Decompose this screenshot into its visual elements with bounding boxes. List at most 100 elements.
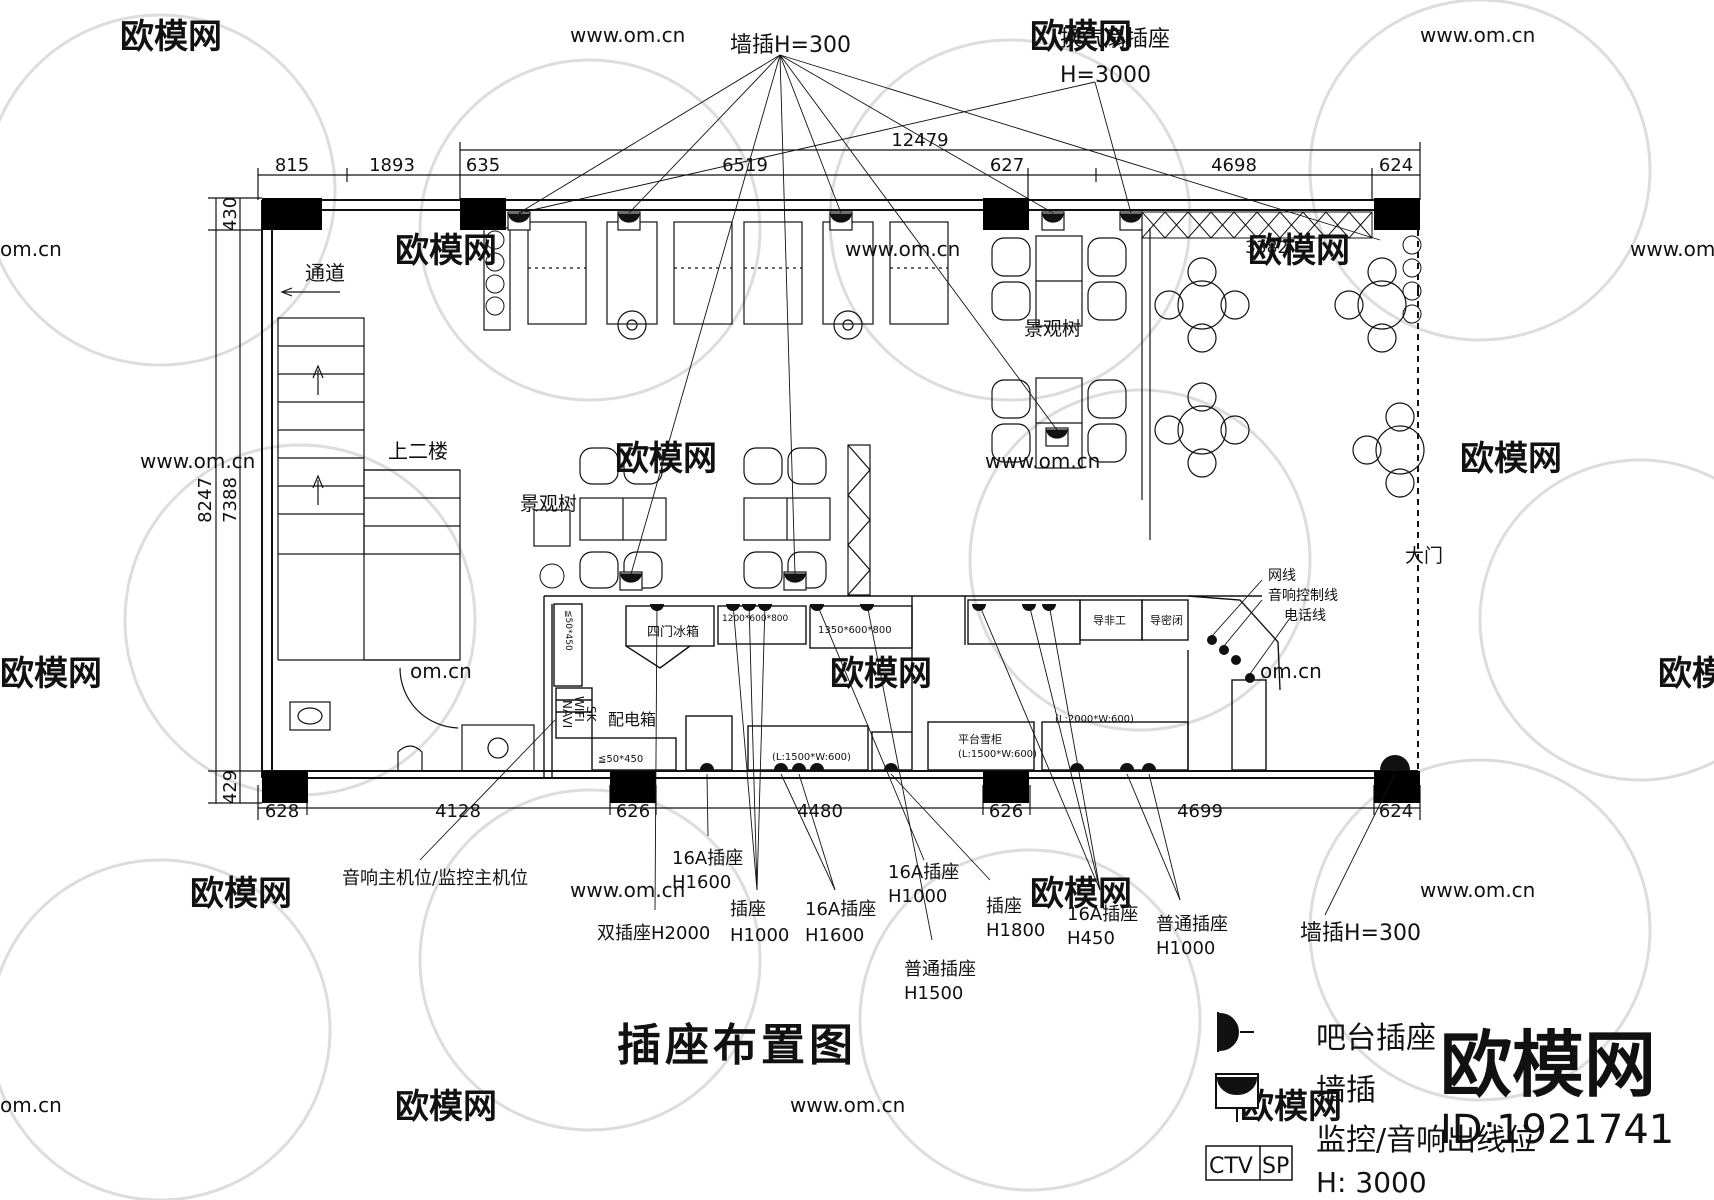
watermark-domain: om.cn (0, 237, 62, 261)
dim-top: 627 (990, 155, 1024, 176)
dim-bottom: 4480 (797, 801, 843, 822)
watermark-domain: www.om.cn (845, 237, 960, 261)
watermark-domain: www.om.cn (790, 1093, 905, 1117)
dim-bar-length: 3382 (1245, 238, 1288, 258)
legend-sp: SP (1262, 1154, 1289, 1179)
column (983, 198, 1029, 230)
watermark-text-layer: 欧模网 欧模网 欧模网 欧模网 欧模网 欧模网 欧模网 欧模网 欧模网 欧模网 … (0, 17, 1714, 1127)
top-dimension-labels: 12479 815 1893 635 6519 627 4698 624 (275, 130, 1413, 176)
wall-socket-symbols (507, 211, 1143, 591)
label-sk: SK (584, 706, 598, 723)
left-dimension-labels: 8247 7388 430 429 (195, 197, 241, 804)
watermark-domain: www.om.cn (570, 23, 685, 47)
watermark-domain: www.om.cn (985, 449, 1100, 473)
label-distribution-box: 配电箱 (608, 710, 656, 729)
callout-socket: 插座 (730, 899, 766, 920)
watermark-domain: www.om.cn (1630, 237, 1714, 261)
stairs (277, 317, 461, 729)
bar-area (543, 595, 1281, 778)
dim-bottom: 626 (989, 801, 1023, 822)
callout-network: 网线 (1268, 568, 1296, 584)
dim-top: 1893 (369, 155, 415, 176)
callout-socket-height: H1000 (730, 925, 789, 946)
dim-left-bottom: 429 (220, 770, 241, 804)
watermark-domain: www.om.cn (1420, 878, 1535, 902)
callout-normal-socket-height: H1000 (1156, 938, 1215, 959)
dim-left-outer: 8247 (195, 477, 216, 523)
bar-labels: 四门冰箱 配电箱 SK WIFI NAVI 平台雪柜 (L:1500*W:600… (560, 610, 1183, 765)
label-counter: 导密闭 (1150, 613, 1183, 627)
network-outlets (1207, 635, 1255, 683)
watermark-brand: 欧模网 (1460, 439, 1562, 479)
callout-phone: 电话线 (1284, 608, 1326, 624)
callout-socket: 插座 (986, 896, 1022, 917)
label-tree-right: 景观树 (1024, 318, 1081, 340)
callout-normal-socket-height: H1500 (904, 983, 963, 1004)
drawing-title: 插座布置图 (617, 1020, 857, 1071)
legend-height: H: 3000 (1316, 1166, 1427, 1199)
dim-bottom: 624 (1379, 801, 1413, 822)
planter (483, 227, 511, 331)
dim-bottom: 628 (265, 801, 299, 822)
callout-labels: 墙插H=300 换气扇插座 H=3000 网线 音响控制线 电话线 音响主机位/… (342, 27, 1421, 1004)
passage-arrow (280, 287, 340, 297)
callout-16a-socket-height: H1000 (888, 886, 947, 907)
callout-16a-socket: 16A插座 (672, 848, 743, 869)
label-tree-left: 景观树 (520, 493, 577, 515)
callout-socket-height: H1800 (986, 920, 1045, 941)
bar-socket-icon (1217, 1012, 1254, 1052)
dim-top: 4698 (1211, 155, 1257, 176)
watermark-domain: om.cn (0, 1093, 62, 1117)
callout-16a-socket-height: H1600 (805, 925, 864, 946)
dim-top: 815 (275, 155, 309, 176)
label-cabinet-size: 1200*600*800 (722, 614, 789, 624)
dim-left-inner: 7388 (220, 477, 241, 523)
watermark-id: ID:1921741 (1440, 1107, 1674, 1153)
watermark-domain: www.om.cn (140, 449, 255, 473)
legend-ctv: CTV (1209, 1154, 1253, 1179)
dim-top: 6519 (722, 155, 768, 176)
label-counter: 导非工 (1093, 614, 1126, 627)
ctv-sp-box (1205, 1145, 1293, 1181)
planters (485, 230, 1422, 589)
callout-double-socket: 双插座H2000 (597, 923, 710, 944)
dim-left-top: 430 (220, 197, 241, 231)
callout-audio-control: 音响控制线 (1268, 587, 1338, 604)
watermark-brand: 欧模网 (1030, 17, 1132, 57)
dim-bottom: 4128 (435, 801, 481, 822)
label-main-door: 大门 (1405, 545, 1443, 567)
legend-bar-socket: 吧台插座 (1316, 1021, 1436, 1056)
callout-16a-socket: 16A插座 (1067, 904, 1138, 925)
watermark-brand: 欧模网 (615, 439, 717, 479)
label-fridge: 四门冰箱 (647, 624, 699, 640)
callout-16a-socket: 16A插座 (888, 862, 959, 883)
columns (262, 198, 1420, 803)
brand-watermark: 欧模网 (1440, 1023, 1656, 1107)
callout-wall-socket-bottom: 墙插H=300 (1300, 921, 1421, 946)
dim-top: 635 (466, 155, 500, 176)
middle-seating (533, 444, 871, 596)
label-stairs-up: 上二楼 (388, 439, 448, 463)
restroom-fixtures (289, 701, 535, 772)
watermark-domain-layer: www.om.cn www.om.cn om.cn www.om.cn www.… (0, 23, 1714, 1117)
column (983, 771, 1029, 803)
watermark-brand: 欧模网 (0, 654, 102, 694)
label-cabinet-size: 1350*600*800 (818, 625, 892, 636)
watermark-domain: www.om.cn (1420, 23, 1535, 47)
callout-host: 音响主机位/监控主机位 (342, 868, 528, 889)
column (1374, 771, 1420, 803)
label-cabinet-size: (L:2000*W:600) (1055, 714, 1134, 725)
label-platform-fridge: 平台雪柜 (958, 732, 1002, 746)
bottom-dimension-labels: 628 4128 626 4480 626 4699 624 (265, 801, 1413, 822)
callout-wall-socket-top: 墙插H=300 (730, 33, 851, 58)
callout-fan-socket: 换气扇插座 (1060, 27, 1170, 52)
watermark-brand: 欧模网 (395, 231, 497, 271)
top-dimensions (257, 142, 1421, 200)
column (262, 198, 322, 230)
wall-socket-icon (508, 213, 530, 223)
watermark-brand: 欧模网 (395, 1087, 497, 1127)
label-passage: 通道 (305, 261, 345, 285)
legend: 吧台插座 墙插 监控/音响出线位 CTV SP H: 3000 (1205, 1012, 1536, 1199)
